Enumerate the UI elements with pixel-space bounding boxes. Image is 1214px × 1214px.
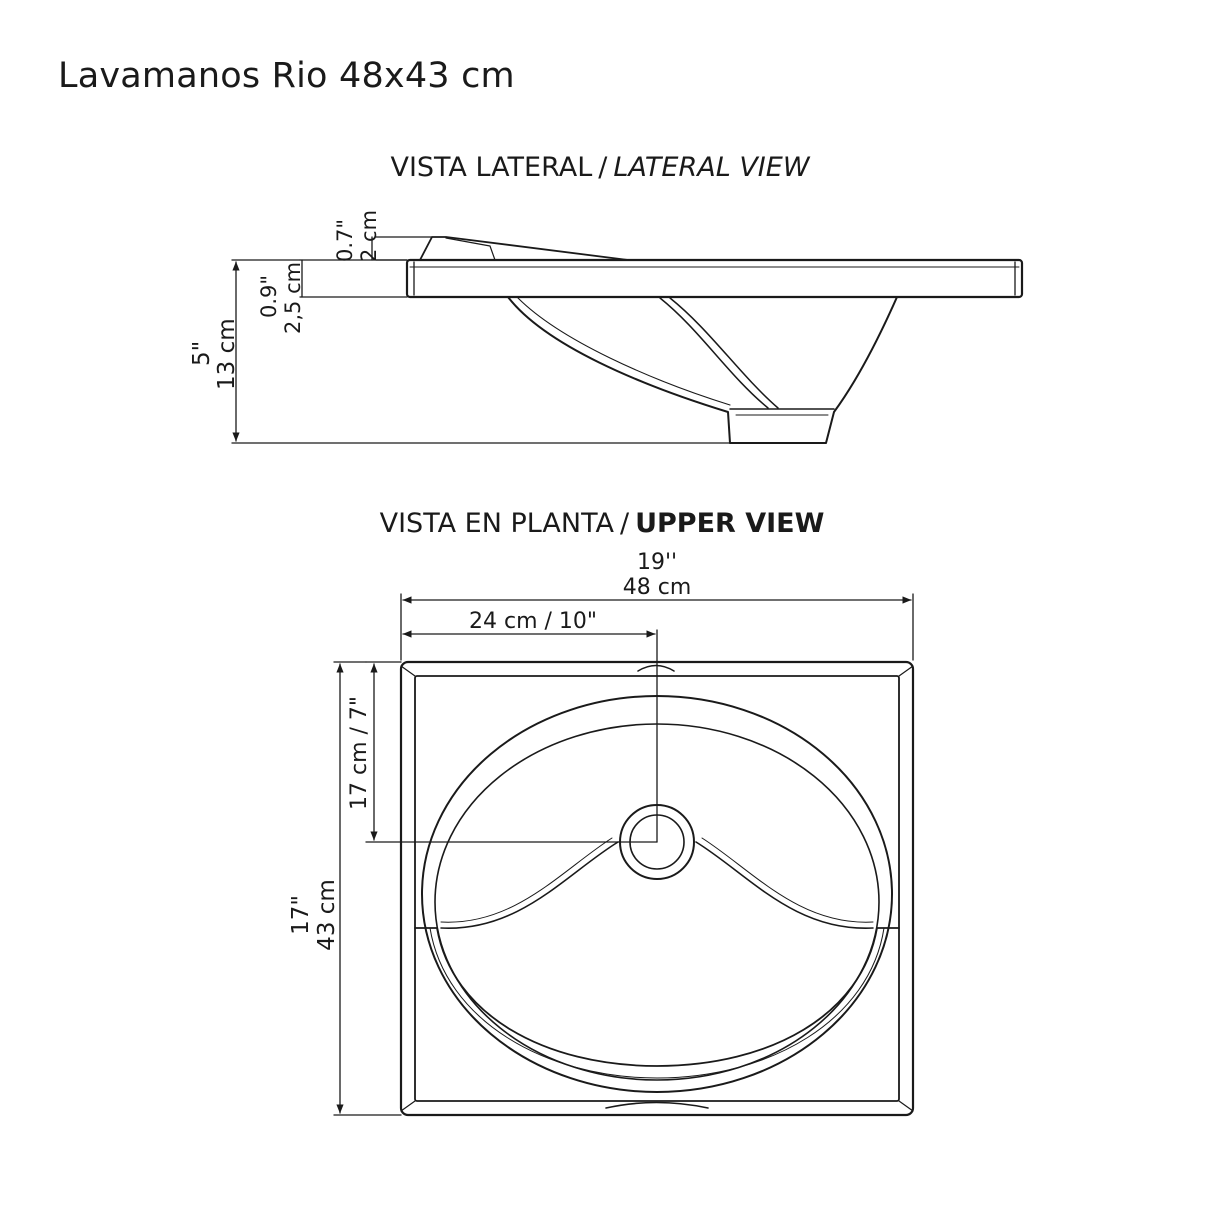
- lateral-view-title-es: VISTA LATERAL: [390, 152, 593, 183]
- dim-depth-in: 17": [288, 895, 314, 935]
- page-title: Lavamanos Rio 48x43 cm: [58, 56, 515, 96]
- upper-view-title-es: VISTA EN PLANTA: [379, 508, 614, 539]
- dim-faucet-deck-cm: 2 cm: [357, 210, 381, 262]
- upper-corner-br: [898, 1100, 914, 1112]
- upper-view-title: VISTA EN PLANTA/UPPER VIEW: [380, 508, 825, 539]
- lateral-bowl-shelf-curve-b: [669, 297, 779, 409]
- lateral-bowl-shelf-curve-a: [659, 297, 769, 409]
- upper-view-drawing: 19'' 48 cm 24 cm / 10" 17 cm / 7" 17" 43…: [288, 550, 915, 1117]
- lateral-view-title-separator: /: [598, 152, 608, 183]
- dim-rim-cm: 2,5 cm: [281, 262, 305, 334]
- dim-depth-cm: 43 cm: [314, 879, 340, 951]
- dim-height-cm: 13 cm: [214, 318, 240, 390]
- upper-corner-bl: [400, 1100, 416, 1112]
- upper-front-shelf-edge: [414, 927, 900, 1067]
- dim-drain-x-label: 24 cm / 10": [469, 609, 597, 634]
- lateral-faucet-deck: [419, 236, 629, 261]
- dim-width-in: 19'': [637, 550, 677, 575]
- lateral-view-drawing: 0.7" 2 cm 0.9" 2,5 cm 5" 13 cm: [189, 210, 1024, 444]
- upper-wave-right-a: [695, 841, 874, 929]
- upper-wave-left-b: [440, 837, 613, 923]
- lateral-faucet-deck-inner: [445, 237, 496, 261]
- upper-faucet-mark: [637, 664, 675, 672]
- dim-rim-in: 0.9": [257, 275, 281, 318]
- lateral-bowl-inner-curve: [517, 297, 731, 406]
- dim-faucet-deck-in: 0.7": [333, 219, 357, 262]
- lateral-slab: [405, 258, 1024, 299]
- lateral-view-title-en: LATERAL VIEW: [613, 152, 810, 183]
- upper-front-shelf-inner: [429, 927, 885, 1079]
- dim-width-cm: 48 cm: [623, 575, 692, 600]
- upper-wave-left-a: [440, 841, 619, 929]
- upper-view-title-separator: /: [619, 508, 630, 539]
- upper-wave-right-b: [701, 837, 874, 923]
- lateral-bowl-outline: [507, 296, 898, 444]
- dim-drain-y-label: 17 cm / 7": [347, 696, 372, 810]
- lateral-view-title: VISTA LATERAL/LATERAL VIEW: [390, 152, 809, 183]
- upper-corner-tr: [898, 665, 914, 677]
- upper-view-title-en: UPPER VIEW: [635, 508, 825, 539]
- upper-front-overflow-mark: [605, 1101, 709, 1109]
- dim-height-in: 5": [189, 341, 215, 366]
- upper-corner-tl: [400, 665, 416, 677]
